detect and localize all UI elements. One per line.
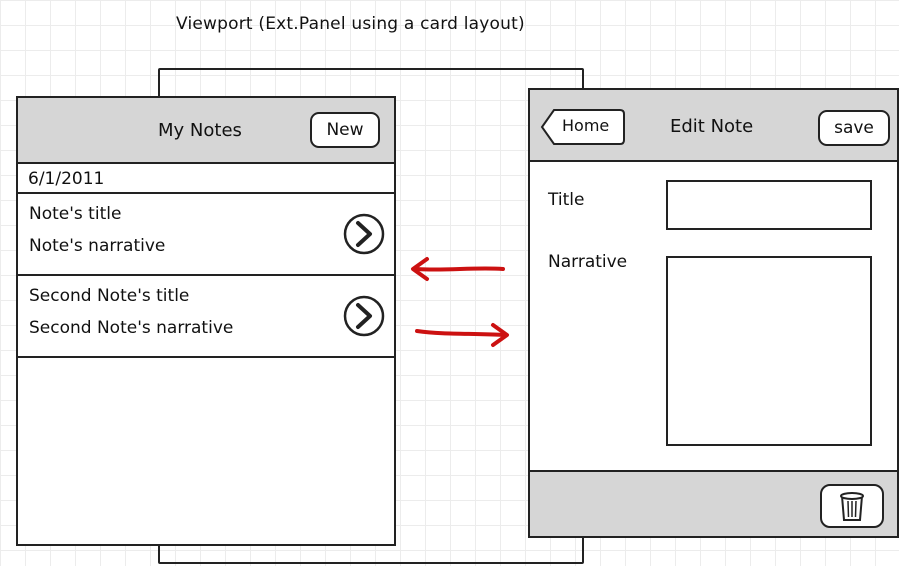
- note-title: Note's title: [29, 204, 122, 224]
- notes-list-title: My Notes: [158, 120, 242, 141]
- home-back-button[interactable]: Home: [540, 108, 626, 146]
- title-input[interactable]: [666, 180, 872, 230]
- narrative-field-label: Narrative: [548, 252, 628, 272]
- back-button-shape: [540, 109, 625, 145]
- edit-note-toolbar: Home Edit Note save: [530, 90, 897, 162]
- note-narrative: Note's narrative: [29, 236, 166, 256]
- note-narrative: Second Note's narrative: [29, 318, 234, 338]
- new-note-button[interactable]: New: [310, 112, 380, 148]
- arrow-left-icon: [411, 257, 505, 281]
- delete-button[interactable]: [820, 484, 884, 528]
- chevron-right-icon[interactable]: [342, 212, 386, 256]
- list-item[interactable]: Second Note's title Second Note's narrat…: [18, 276, 394, 358]
- edit-note-title: Edit Note: [670, 116, 754, 137]
- arrow-right-icon: [415, 323, 509, 347]
- note-title: Second Note's title: [29, 286, 190, 306]
- transition-arrows: [411, 257, 509, 347]
- notes-list-panel: My Notes New 6/1/2011 Note's title Note'…: [16, 96, 396, 546]
- diagram-caption: Viewport (Ext.Panel using a card layout): [176, 14, 525, 34]
- list-item[interactable]: Note's title Note's narrative: [18, 194, 394, 276]
- narrative-textarea[interactable]: [666, 256, 872, 446]
- edit-note-bottom-toolbar: [530, 470, 897, 536]
- title-field-label: Title: [548, 190, 585, 210]
- save-button[interactable]: save: [818, 110, 890, 146]
- home-button-label: Home: [562, 116, 610, 135]
- date-group-header: 6/1/2011: [18, 164, 394, 194]
- chevron-right-icon[interactable]: [342, 294, 386, 338]
- edit-note-panel: Home Edit Note save Title Narrative: [528, 88, 899, 538]
- notes-list-toolbar: My Notes New: [18, 98, 394, 164]
- trash-icon: [840, 492, 864, 521]
